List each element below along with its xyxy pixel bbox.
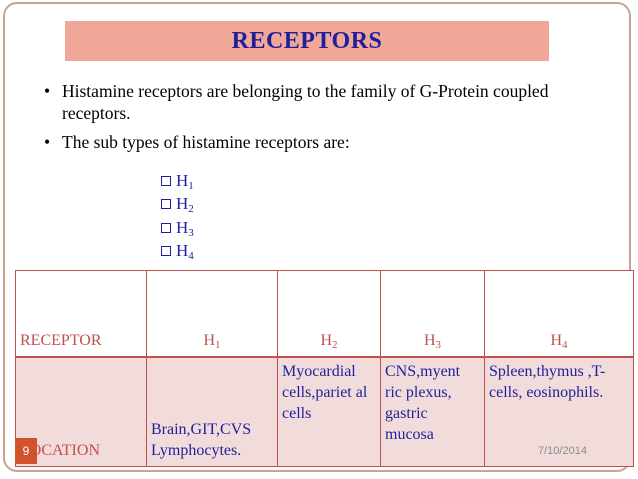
slide-date: 7/10/2014 bbox=[538, 445, 587, 457]
checkbox-square-icon bbox=[161, 222, 171, 233]
subtype-label: H4 bbox=[176, 241, 194, 263]
bullet-dot-icon: • bbox=[44, 81, 51, 101]
table-row: LOCATION Brain,GIT,CVS Lymphocytes. Myoc… bbox=[15, 356, 634, 467]
location-header-cell: LOCATION bbox=[15, 356, 147, 467]
bullet-text: Histamine receptors are belonging to the… bbox=[62, 81, 549, 123]
table-row: RECEPTOR H1 H2 H3 H4 bbox=[15, 270, 634, 358]
subtype-item: H3 bbox=[161, 216, 194, 240]
receptor-h1-cell: H1 bbox=[146, 270, 278, 358]
page-number: 9 bbox=[22, 444, 30, 458]
subtype-item: H1 bbox=[161, 169, 194, 193]
bullet-text: The sub types of histamine receptors are… bbox=[62, 132, 350, 152]
slide-title: RECEPTORS bbox=[231, 27, 383, 54]
checkbox-square-icon bbox=[161, 199, 171, 210]
bullet-item: • Histamine receptors are belonging to t… bbox=[30, 80, 610, 124]
title-banner: RECEPTORS bbox=[65, 21, 549, 61]
subtype-label: H2 bbox=[176, 194, 194, 216]
bullet-list: • Histamine receptors are belonging to t… bbox=[30, 80, 610, 160]
subtype-item: H2 bbox=[161, 193, 194, 217]
receptor-h2-cell: H2 bbox=[277, 270, 381, 358]
page-number-badge: 9 bbox=[15, 438, 37, 464]
subtype-list: H1 H2 H3 H4 bbox=[161, 169, 194, 263]
subtype-label: H1 bbox=[176, 170, 194, 192]
receptor-h3-cell: H3 bbox=[380, 270, 485, 358]
bullet-dot-icon: • bbox=[44, 132, 51, 152]
location-h3-cell: CNS,myent ric plexus, gastric mucosa bbox=[380, 356, 485, 467]
subtype-label: H3 bbox=[176, 217, 194, 239]
location-h4-cell: Spleen,thymus ,T-cells, eosinophils. bbox=[484, 356, 634, 467]
checkbox-square-icon bbox=[161, 246, 171, 257]
bullet-item: • The sub types of histamine receptors a… bbox=[30, 131, 610, 153]
location-h1-cell: Brain,GIT,CVS Lymphocytes. bbox=[146, 356, 278, 467]
subtype-item: H4 bbox=[161, 240, 194, 264]
checkbox-square-icon bbox=[161, 175, 171, 186]
receptor-h4-cell: H4 bbox=[484, 270, 634, 358]
location-h2-cell: Myocardial cells,pariet al cells bbox=[277, 356, 381, 467]
receptor-table: RECEPTOR H1 H2 H3 H4 LOCATION Brain,GIT,… bbox=[15, 270, 634, 467]
receptor-header-cell: RECEPTOR bbox=[15, 270, 147, 358]
